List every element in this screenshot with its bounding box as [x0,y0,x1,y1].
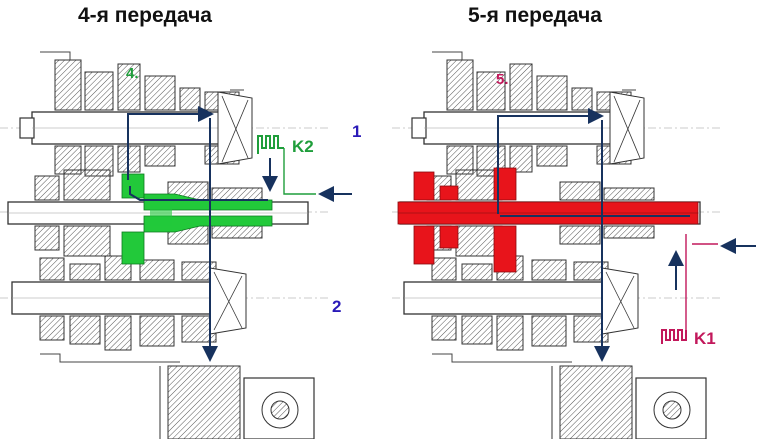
gear-4-label: 4. [126,65,139,82]
clutch-k2-symbol [257,135,316,195]
fourth-gear-power-path [121,173,273,265]
clutch-k1-label: K1 [694,329,716,348]
gear-5-label: 5. [496,71,509,88]
shaft-number-2: 2 [332,297,341,316]
fifth-gear-power-path [397,167,699,273]
left-flow-arrows [127,106,352,362]
left-gearbox-section [0,51,331,439]
clutch-k2-label: K2 [292,137,314,156]
left-panel-title: 4-я передача [78,4,212,27]
right-panel-title: 5-я передача [468,4,602,27]
shaft-number-1: 1 [352,122,361,141]
clutch-k1-symbol [661,234,718,344]
right-flow-arrows [497,108,756,362]
